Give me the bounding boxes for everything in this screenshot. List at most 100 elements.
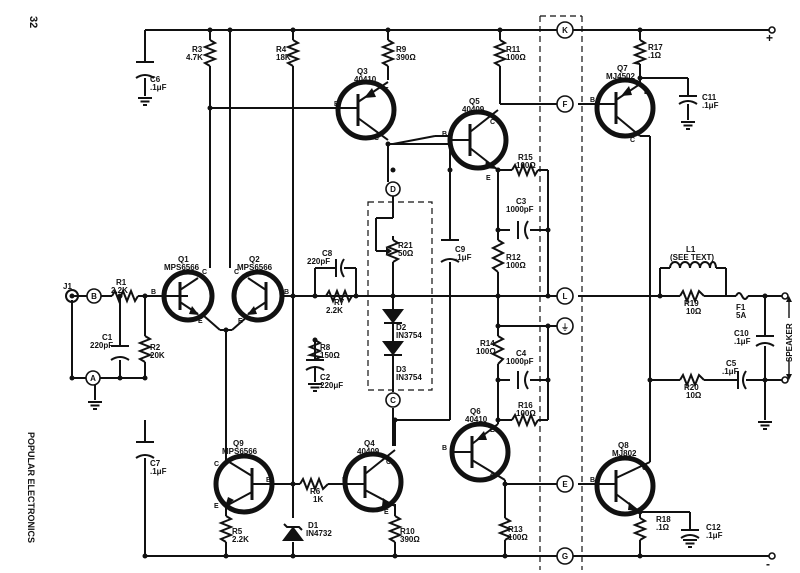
ground-speaker xyxy=(757,421,773,430)
c12-ref: C12 xyxy=(706,523,721,532)
terminal-c xyxy=(385,392,401,408)
q1-pin-c: C xyxy=(202,269,207,276)
r19-value: 10Ω xyxy=(686,307,702,316)
terminal-k-label: K xyxy=(562,26,568,35)
c7-value: .1μF xyxy=(150,467,167,476)
r19-body xyxy=(679,288,705,304)
r2-value: 20K xyxy=(150,351,165,360)
l1-ref: L1 xyxy=(686,245,696,254)
r9-body xyxy=(380,39,396,67)
r10-body xyxy=(387,515,403,543)
fuse-f1 xyxy=(735,292,749,300)
r8-value: 150Ω xyxy=(320,351,340,360)
q6-pin-b: B xyxy=(442,445,447,452)
c6-ref: C6 xyxy=(150,75,161,84)
r11-ref: R11 xyxy=(506,45,521,54)
terminal-minus xyxy=(768,552,776,560)
q3-pin-b: B xyxy=(334,101,339,108)
r15-ref: R15 xyxy=(518,153,533,162)
terminal-ground xyxy=(556,317,574,335)
q6-pin-e: E xyxy=(490,427,495,434)
q9-pin-c: C xyxy=(214,461,219,468)
r7-value: 2.2K xyxy=(326,306,343,315)
c1-ref: C1 xyxy=(102,333,113,342)
q7-pin-c: C xyxy=(630,137,635,144)
c12-value: .1μF xyxy=(706,531,723,540)
q1-type: MPS6566 xyxy=(164,263,200,272)
terminal-ground-label: ⏚ xyxy=(561,323,569,332)
r13-value: 100Ω xyxy=(508,533,528,542)
d2-symbol xyxy=(382,309,404,324)
r16-ref: R16 xyxy=(518,401,533,410)
c8-value: 220pF xyxy=(307,257,330,266)
q7-pin-e: E xyxy=(644,89,649,96)
d1-value: IN4732 xyxy=(306,529,332,538)
r8-body xyxy=(306,339,323,361)
q7-ref: Q7 xyxy=(617,64,628,73)
c3-value: 1000pF xyxy=(506,205,534,214)
r14-value: 100Ω xyxy=(476,347,496,356)
c2-value: 220μF xyxy=(320,381,343,390)
ground-c12 xyxy=(682,539,698,548)
magazine-name: POPULAR ELECTRONICS xyxy=(26,432,36,543)
terminal-f xyxy=(556,95,574,113)
c6-value: .1μF xyxy=(150,83,167,92)
q8-ref: Q8 xyxy=(618,441,629,450)
terminal-e-label: E xyxy=(562,480,568,489)
r1-body xyxy=(111,288,139,304)
terminal-c-label: C xyxy=(390,396,396,405)
r9-value: 390Ω xyxy=(396,53,416,62)
r16-body xyxy=(511,412,539,428)
r14-body xyxy=(490,335,506,365)
c10-value: .1μF xyxy=(734,337,751,346)
q3-type: 40410 xyxy=(354,75,377,84)
ground-c11 xyxy=(680,121,696,130)
terminal-b-label: B xyxy=(91,292,97,301)
q8-pin-b: B xyxy=(590,477,595,484)
d1-symbol xyxy=(282,526,304,541)
r3-ref: R3 xyxy=(192,45,203,54)
inductor-l1 xyxy=(669,261,717,269)
q2-type: MPS6566 xyxy=(237,263,273,272)
c2-ref: C2 xyxy=(320,373,331,382)
q5-pin-e: E xyxy=(486,175,491,182)
transistor-q8 xyxy=(594,455,656,517)
q9-type: MPS6566 xyxy=(222,447,258,456)
q5-ref: Q5 xyxy=(469,97,480,106)
r4-ref: R4 xyxy=(276,45,287,54)
q3-ref: Q3 xyxy=(357,67,368,76)
plus-rail-label: + xyxy=(766,31,773,45)
r1-value: 2.2K xyxy=(111,286,128,295)
r3-body xyxy=(202,39,218,67)
speaker-terminal-top xyxy=(781,292,789,300)
labels: K F D L ⏚ C E G B A + - J1 Q1 MPS6566 Q2… xyxy=(26,16,794,571)
terminal-g xyxy=(556,547,574,565)
r18-value: .1Ω xyxy=(656,523,670,532)
r17-value: .1Ω xyxy=(648,51,662,60)
c4-ref: C4 xyxy=(516,349,527,358)
r15-value: 100Ω xyxy=(516,161,536,170)
r15-body xyxy=(511,162,539,178)
r4-value: 18K xyxy=(276,53,291,62)
q4-pin-b: B xyxy=(342,477,347,484)
r13-ref: R13 xyxy=(508,525,523,534)
q4-type: 40409 xyxy=(357,447,380,456)
r18-ref: R18 xyxy=(656,515,671,524)
r6-body xyxy=(299,476,329,492)
q8-pin-e: E xyxy=(632,509,637,516)
q9-ref: Q9 xyxy=(233,439,244,448)
c3-ref: C3 xyxy=(516,197,527,206)
d2-ref: D2 xyxy=(396,323,407,332)
r20-value: 10Ω xyxy=(686,391,702,400)
r13-body xyxy=(497,517,513,541)
r21-value: 50Ω xyxy=(398,249,414,258)
r12-value: 100Ω xyxy=(506,261,526,270)
d1-ref: D1 xyxy=(308,521,319,530)
q4-ref: Q4 xyxy=(364,439,375,448)
junction-dots xyxy=(69,27,768,559)
terminal-d-label: D xyxy=(390,185,396,194)
r10-value: 390Ω xyxy=(400,535,420,544)
transistor-q5 xyxy=(447,109,509,171)
r21-ref: R21 xyxy=(398,241,413,250)
